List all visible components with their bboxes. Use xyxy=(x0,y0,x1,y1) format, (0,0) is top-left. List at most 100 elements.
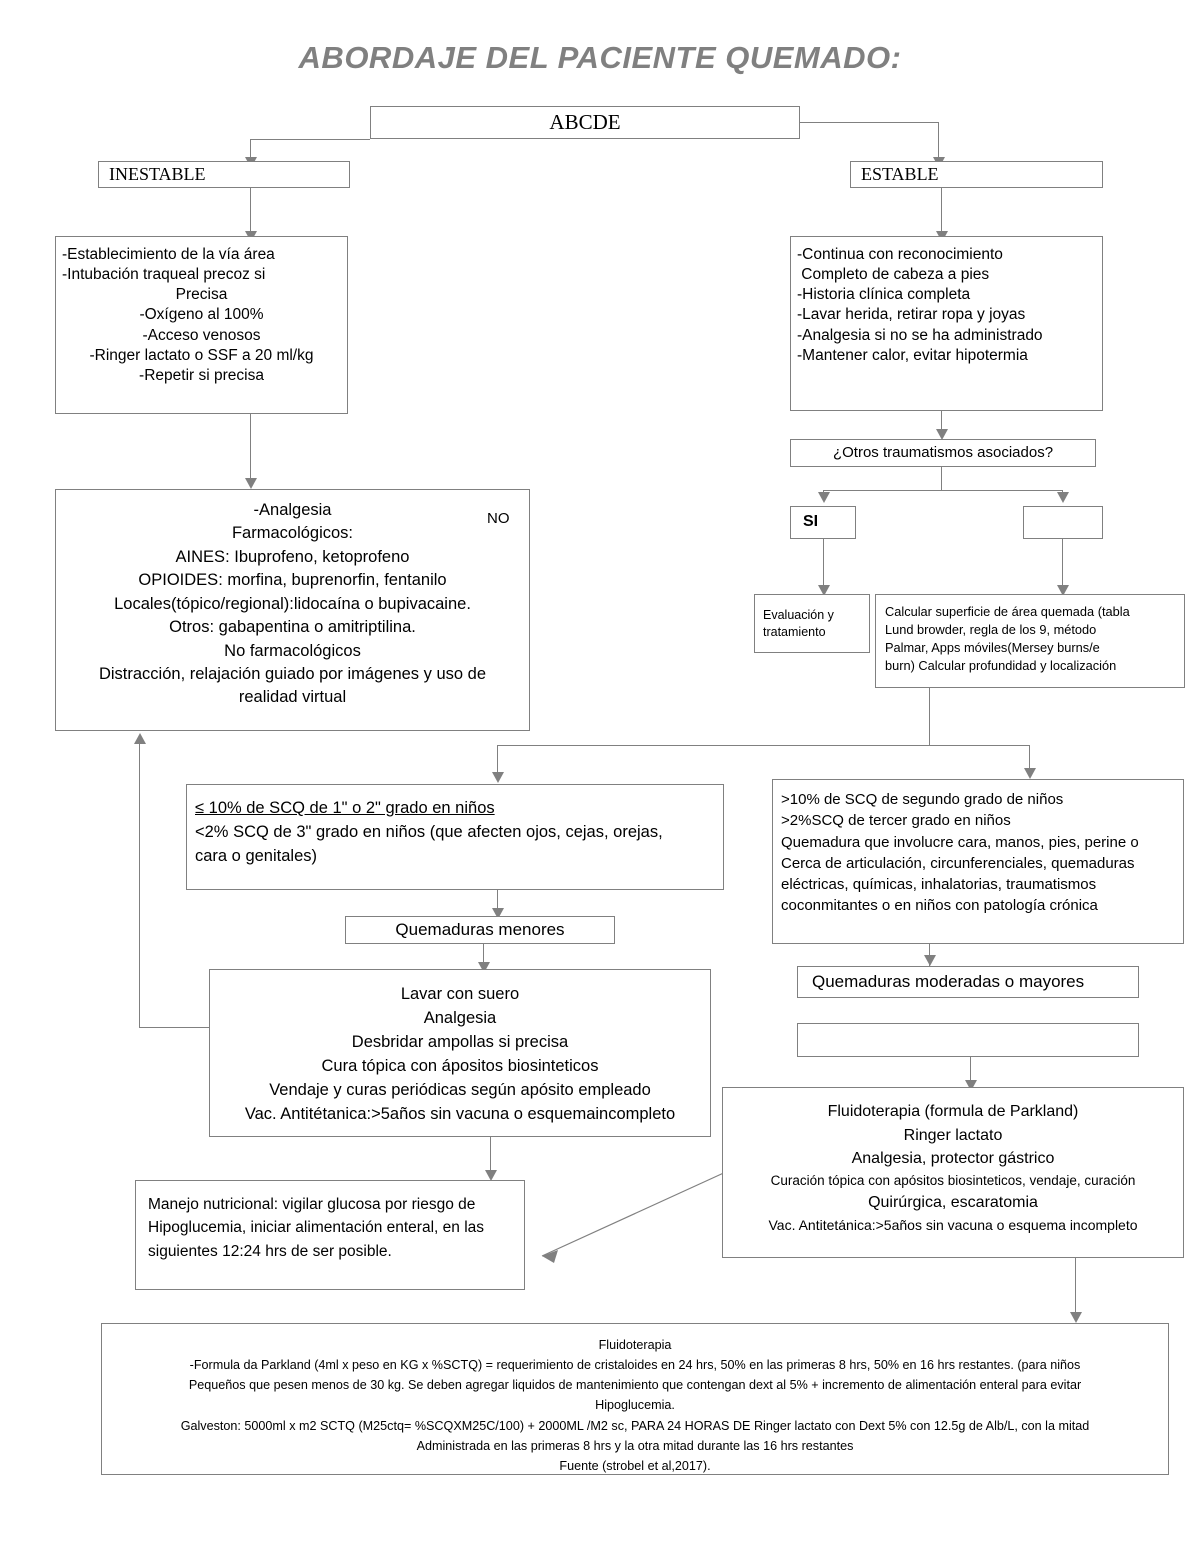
line: coconmitantes o en niños con patología c… xyxy=(781,897,1098,915)
line: -Establecimiento de la vía área xyxy=(62,246,275,263)
line: -Mantener calor, evitar hipotermia xyxy=(797,346,1028,364)
line: Palmar, Apps móviles(Mersey burns/e xyxy=(885,640,1100,656)
connector-criteria-split xyxy=(497,745,1030,746)
line: Cura tópica con ápositos biosinteticos xyxy=(321,1057,599,1076)
node-otros-traumatismos[interactable]: ¿Otros traumatismos asociados? xyxy=(790,439,1096,467)
arrow-to-criterio-mayores xyxy=(1024,768,1036,779)
line: Otros: gabapentina o amitriptilina. xyxy=(169,618,416,637)
node-estable[interactable]: ESTABLE xyxy=(850,161,1103,188)
line: -Formula da Parkland (4ml x peso en KG x… xyxy=(189,1358,1081,1373)
node-inestable-label: INESTABLE xyxy=(109,163,206,184)
node-evaluacion[interactable]: Evaluación y tratamiento xyxy=(754,594,870,653)
node-quemaduras-menores-label: Quemaduras menores xyxy=(395,919,565,939)
connector-calcular-down xyxy=(929,688,930,746)
arrow-to-footer xyxy=(1070,1312,1082,1323)
line: -Historia clínica completa xyxy=(797,286,971,304)
line: tratamiento xyxy=(763,624,826,639)
arrow-to-empty-box xyxy=(1057,492,1069,503)
line: Vendaje y curas periódicas según apósito… xyxy=(269,1081,651,1100)
node-no-box[interactable] xyxy=(1023,506,1103,539)
node-manejo-nutricional[interactable]: Manejo nutricional: vigilar glucosa por … xyxy=(135,1180,525,1290)
connector-menores-down xyxy=(497,890,498,913)
line: Evaluación y xyxy=(763,608,834,623)
line: -Analgesia si no se ha administrado xyxy=(797,326,1043,344)
connector-fluidoterapia-to-footer xyxy=(1075,1258,1076,1320)
arrow-to-si xyxy=(818,492,830,503)
line: Precisa xyxy=(175,286,228,304)
node-footer-fluidoterapia[interactable]: Fluidoterapia -Formula da Parkland (4ml … xyxy=(101,1323,1169,1475)
arrow-to-evaluacion xyxy=(818,585,830,596)
line: Pequeños que pesen menos de 30 kg. Se de… xyxy=(188,1378,1082,1393)
node-tratamiento-mayores[interactable]: Fluidoterapia (formula de Parkland) Ring… xyxy=(722,1087,1184,1258)
node-estable-acciones[interactable]: -Continua con reconocimiento Completo de… xyxy=(790,236,1103,411)
connector-emptybox-down xyxy=(1062,539,1063,589)
line: siguientes 12:24 hrs de ser posible. xyxy=(148,1242,392,1260)
line: Quirúrgica, escaratomia xyxy=(868,1193,1038,1211)
connector-qmenores-down xyxy=(483,944,484,969)
connector-emptybox2-down xyxy=(970,1057,971,1087)
node-criterio-menores[interactable]: ≤ 10% de SCQ de 1" o 2" grado en niños <… xyxy=(186,784,724,890)
node-criterio-mayores[interactable]: >10% de SCQ de segundo grado de niños >2… xyxy=(772,779,1184,944)
line: OPIOIDES: morfina, buprenorfin, fentanil… xyxy=(138,571,447,590)
node-abcde[interactable]: ABCDE xyxy=(370,106,800,139)
line: Vac. Antitétanica:>5años sin vacuna o es… xyxy=(244,1105,676,1124)
line: cara o genitales) xyxy=(195,846,317,865)
line: -Continua con reconocimiento xyxy=(797,246,1003,263)
line: Manejo nutricional: vigilar glucosa por … xyxy=(148,1196,476,1213)
connector-si-down xyxy=(823,539,824,589)
line: Distracción, relajación guiado por imáge… xyxy=(98,664,487,683)
line: Analgesia, protector gástrico xyxy=(851,1150,1055,1168)
line: No farmacológicos xyxy=(224,641,361,660)
line: Fluidoterapia (formula de Parkland) xyxy=(827,1103,1079,1120)
line: Galveston: 5000ml x m2 SCTQ (M25ctq= %SC… xyxy=(180,1418,1090,1433)
node-abcde-label: ABCDE xyxy=(549,109,621,134)
line: Desbridar ampollas si precisa xyxy=(351,1033,569,1052)
connector-back-from-tratamiento xyxy=(139,1027,219,1028)
node-inestable[interactable]: INESTABLE xyxy=(98,161,350,188)
node-quemaduras-mayores[interactable]: Quemaduras moderadas o mayores xyxy=(797,966,1139,998)
line: burn) Calcular profundidad y localizació… xyxy=(885,658,1117,674)
node-quemaduras-mayores-label: Quemaduras moderadas o mayores xyxy=(812,971,1085,991)
arrow-to-tratamiento-menores xyxy=(478,962,490,973)
line: Hipoglucemia. xyxy=(595,1398,675,1413)
connector-estable-down xyxy=(941,188,942,236)
node-quemaduras-menores[interactable]: Quemaduras menores xyxy=(345,916,615,944)
connector-otros-down xyxy=(941,467,942,491)
line: AINES: Ibuprofeno, ketoprofeno xyxy=(175,547,410,566)
node-empty-box[interactable] xyxy=(797,1023,1139,1057)
node-otros-traumatismos-label: ¿Otros traumatismos asociados? xyxy=(832,444,1054,462)
arrow-to-otros xyxy=(936,429,948,440)
connector-estable-to-otros xyxy=(941,411,942,436)
line: Fluidoterapia xyxy=(598,1338,672,1352)
line: realidad virtual xyxy=(238,688,347,707)
connector-inestable-down xyxy=(250,188,251,236)
line: >2%SCQ de tercer grado en niños xyxy=(781,812,1011,830)
line: Vac. Antitetánica:>5años sin vacuna o es… xyxy=(768,1216,1138,1233)
node-calcular-superficie[interactable]: Calcular superficie de área quemada (tab… xyxy=(875,594,1185,688)
line: Curación tópica con apósitos biosintetic… xyxy=(770,1173,1136,1189)
node-analgesia[interactable]: -Analgesia Farmacológicos: AINES: Ibupro… xyxy=(55,489,530,731)
arrow-to-analgesia xyxy=(245,478,257,489)
line: -Acceso venosos xyxy=(142,326,261,344)
node-inestable-acciones[interactable]: -Establecimiento de la vía área -Intubac… xyxy=(55,236,348,414)
line: -Lavar herida, retirar ropa y joyas xyxy=(797,306,1026,324)
line: >10% de SCQ de segundo grado de niños xyxy=(781,791,1064,808)
line: Farmacológicos: xyxy=(231,524,354,543)
node-si-label: SI xyxy=(803,513,819,531)
connector-criteria-right-down xyxy=(1029,745,1030,773)
line: Hipoglucemia, iniciar alimentación enter… xyxy=(148,1219,485,1237)
arrow-to-fluidoterapia xyxy=(965,1080,977,1091)
line: <2% SCQ de 3" grado en niños (que afecte… xyxy=(195,822,663,841)
connector-criteria-left-down xyxy=(497,745,498,777)
connector-abcde-right xyxy=(800,122,939,123)
line: Fuente (strobel et al,2017). xyxy=(559,1458,711,1473)
arrow-to-quemaduras-mayores xyxy=(924,955,936,966)
node-si[interactable]: SI xyxy=(790,506,856,539)
line: Locales(tópico/regional):lidocaína o bup… xyxy=(114,594,471,613)
connector-otros-split xyxy=(823,490,1063,491)
node-estable-label: ESTABLE xyxy=(861,163,939,184)
line: eléctricas, químicas, inhalatorias, trau… xyxy=(781,876,1097,894)
node-tratamiento-menores[interactable]: Lavar con suero Analgesia Desbridar ampo… xyxy=(209,969,711,1137)
line: ≤ 10% de SCQ de 1" o 2" grado en niños xyxy=(195,799,495,817)
